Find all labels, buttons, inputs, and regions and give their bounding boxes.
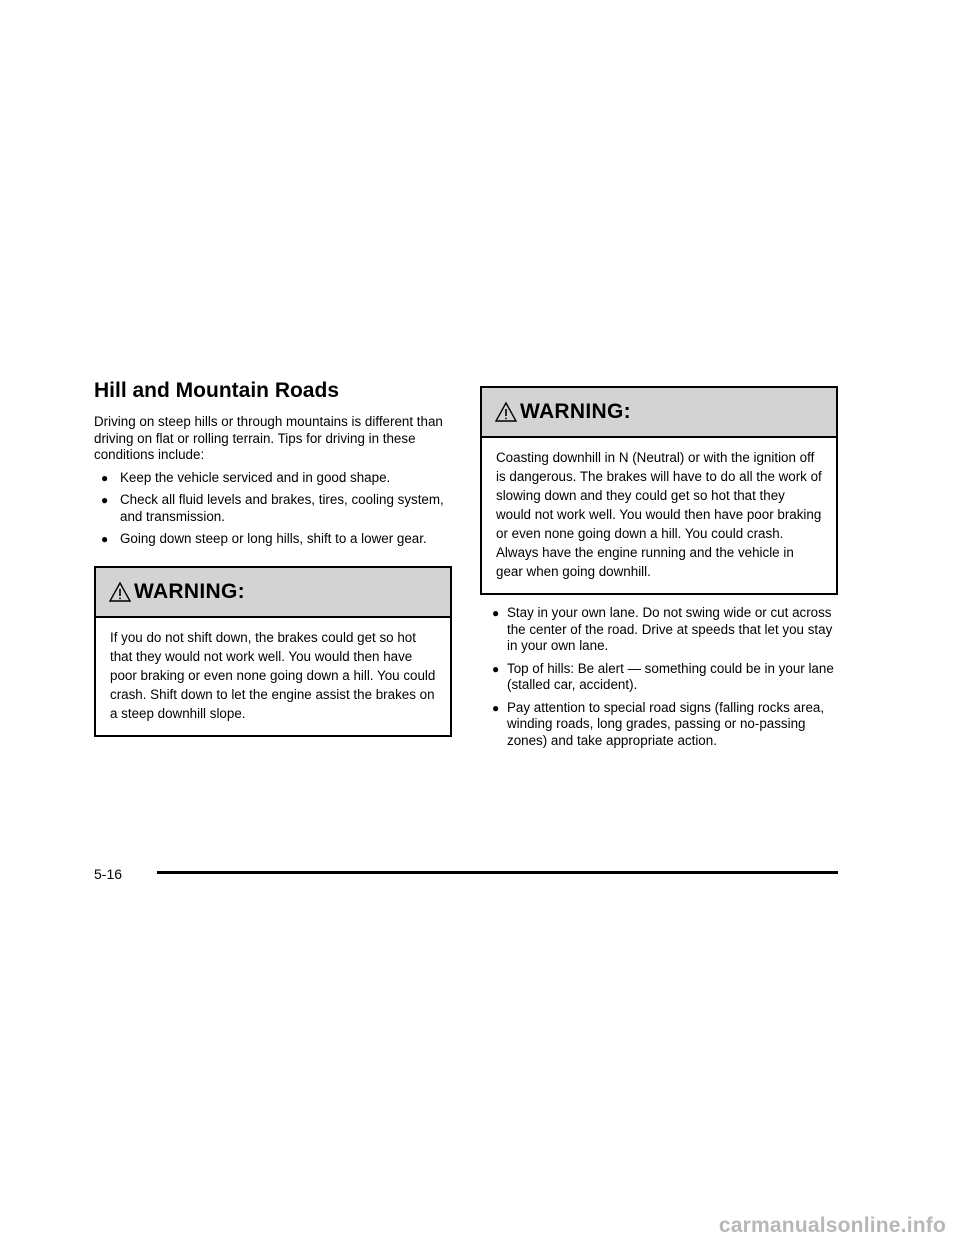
warning-text: If you do not shift down, the brakes cou… bbox=[110, 629, 436, 721]
bullet-icon: ● bbox=[492, 700, 500, 715]
list-item: ● Top of hills: Be alert — something coul… bbox=[480, 661, 838, 694]
warning-text: Coasting downhill in N (Neutral) or with… bbox=[496, 450, 822, 579]
bullet-text: Pay attention to special road signs (fal… bbox=[507, 699, 825, 748]
warning-header: WARNING: bbox=[96, 567, 450, 618]
warning-box-shift-down: WARNING: If you do not shift down, the b… bbox=[94, 565, 452, 737]
bullet-text: Top of hills: Be alert — something could… bbox=[507, 660, 834, 693]
list-item: ● Going down steep or long hills, shift t… bbox=[94, 531, 452, 548]
bullet-icon: ● bbox=[101, 532, 109, 546]
list-item: ● Pay attention to special road signs (fa… bbox=[480, 700, 838, 750]
warning-triangle-icon bbox=[108, 581, 132, 602]
page-number: 5-16 bbox=[94, 866, 123, 882]
list-item: ● Keep the vehicle serviced and in good s… bbox=[94, 470, 452, 487]
bullet-text: Stay in your own lane. Do not swing wide… bbox=[507, 605, 833, 653]
left-bullet-list: ● Keep the vehicle serviced and in good s… bbox=[94, 470, 452, 548]
bullet-text: Keep the vehicle serviced and in good sh… bbox=[120, 469, 391, 485]
right-bullet-list: ● Stay in your own lane. Do not swing wid… bbox=[480, 605, 838, 749]
bullet-text: Check all fluid levels and brakes, tires… bbox=[120, 492, 444, 524]
list-item: ● Stay in your own lane. Do not swing wid… bbox=[480, 605, 838, 655]
left-column: Hill and Mountain Roads Driving on steep… bbox=[94, 378, 452, 737]
bullet-text: Going down steep or long hills, shift to… bbox=[120, 531, 427, 546]
warning-label: WARNING: bbox=[134, 579, 245, 603]
section-title: Hill and Mountain Roads bbox=[94, 379, 339, 402]
footer-rule bbox=[157, 871, 838, 874]
warning-header: WARNING: bbox=[482, 388, 836, 438]
warning-triangle-icon bbox=[494, 401, 518, 422]
bullet-icon: ● bbox=[101, 493, 109, 507]
warning-box-coasting: WARNING: Coasting downhill in N (Neutral… bbox=[480, 386, 838, 595]
bullet-icon: ● bbox=[492, 661, 500, 676]
right-column: WARNING: Coasting downhill in N (Neutral… bbox=[480, 386, 838, 755]
list-item: ● Check all fluid levels and brakes, tire… bbox=[94, 492, 452, 525]
intro-paragraph: Driving on steep hills or through mounta… bbox=[94, 414, 443, 462]
warning-label: WARNING: bbox=[520, 400, 631, 423]
bullet-icon: ● bbox=[101, 470, 109, 485]
watermark: carmanualsonline.info bbox=[718, 1214, 946, 1237]
bullet-icon: ● bbox=[492, 606, 500, 620]
